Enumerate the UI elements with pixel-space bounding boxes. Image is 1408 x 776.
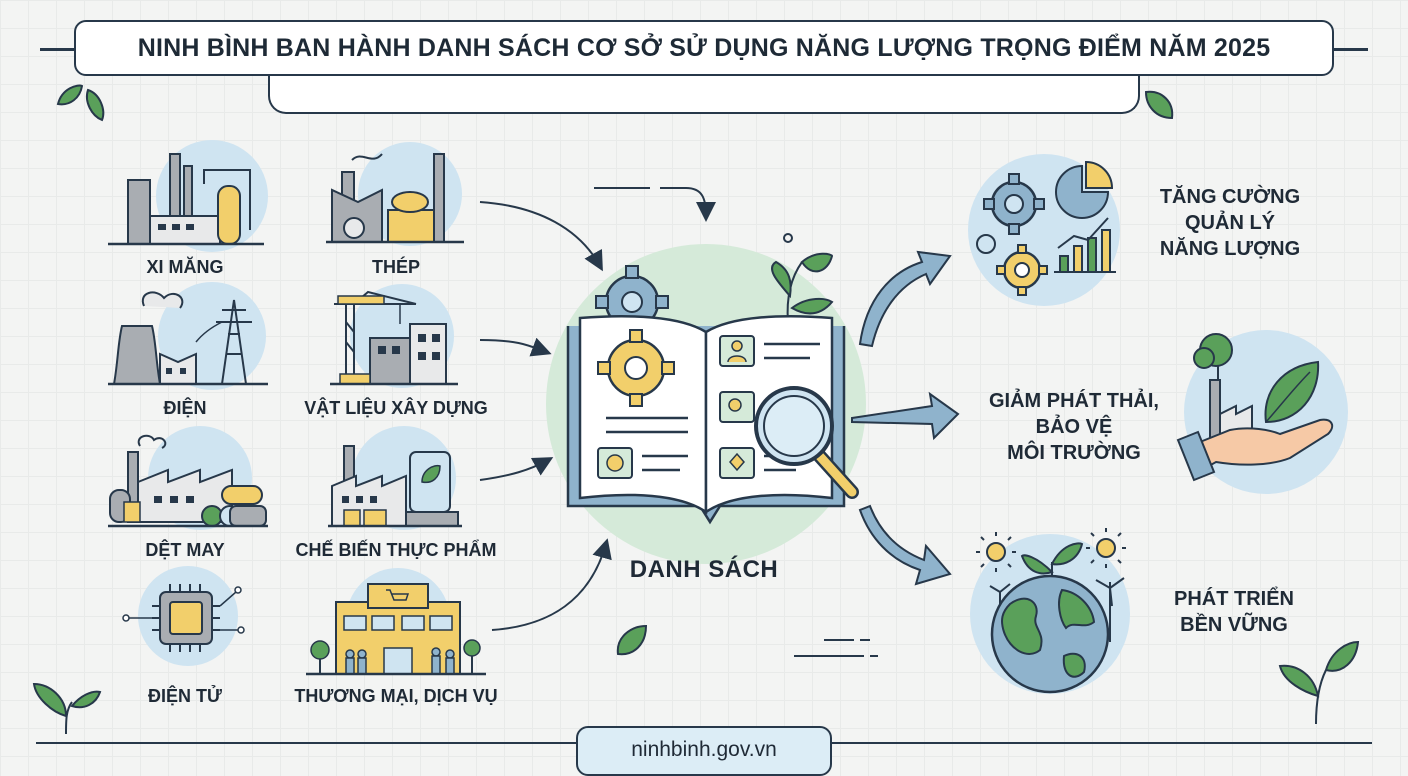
website-badge: ninhbinh.gov.vn bbox=[576, 726, 832, 776]
textile-factory-icon bbox=[108, 426, 268, 530]
list-book-icon bbox=[546, 233, 866, 564]
arrow-icon bbox=[858, 250, 952, 348]
flow-arrows-left bbox=[479, 201, 612, 631]
arrow-icon bbox=[479, 457, 554, 481]
energy-management-icon bbox=[968, 154, 1120, 306]
footer-line-right bbox=[830, 742, 1372, 744]
environment-protection-icon bbox=[1176, 330, 1348, 494]
category-label: XI MĂNG bbox=[146, 257, 224, 277]
category-label: CHẾ BIẾN THỰC PHẨM bbox=[295, 540, 497, 560]
category-label: ĐIỆN TỬ bbox=[148, 686, 222, 706]
steel-plant-icon bbox=[326, 142, 464, 246]
leaf-icon bbox=[616, 624, 648, 656]
flow-arrows-right bbox=[851, 250, 960, 586]
dash-arrow-icon bbox=[594, 187, 720, 230]
cement-plant-icon bbox=[108, 140, 268, 252]
power-plant-icon bbox=[108, 282, 268, 390]
category-label: DỆT MAY bbox=[145, 540, 225, 560]
construction-icon bbox=[330, 284, 458, 388]
arrow-icon bbox=[479, 337, 552, 357]
category-label: THƯƠNG MẠI, DỊCH VỤ bbox=[294, 686, 498, 706]
outcome-label: PHÁT TRIỂN BỀN VỮNG bbox=[1174, 588, 1294, 636]
dash-decoration bbox=[794, 639, 878, 657]
title-line-left bbox=[40, 48, 76, 51]
category-label: ĐIỆN bbox=[163, 398, 207, 418]
website-link[interactable]: ninhbinh.gov.vn bbox=[631, 738, 777, 761]
page-title: NINH BÌNH BAN HÀNH DANH SÁCH CƠ SỞ SỬ DỤ… bbox=[137, 33, 1271, 62]
arrow-icon bbox=[479, 201, 603, 272]
arrow-icon bbox=[858, 504, 952, 586]
leaf-icon bbox=[56, 84, 105, 122]
arrow-icon bbox=[491, 538, 612, 631]
shopping-mall-icon bbox=[306, 568, 486, 676]
category-label: VẬT LIỆU XÂY DỰNG bbox=[304, 398, 488, 418]
title-banner: NINH BÌNH BAN HÀNH DANH SÁCH CƠ SỞ SỬ DỤ… bbox=[74, 20, 1334, 76]
title-tab bbox=[268, 70, 1140, 114]
outcome-label: GIẢM PHÁT THẢI, BẢO VỆ MÔI TRƯỜNG bbox=[989, 390, 1159, 464]
center-label: DANH SÁCH bbox=[629, 556, 779, 583]
leaf-icon bbox=[1144, 90, 1174, 120]
food-processing-icon bbox=[328, 426, 462, 530]
outcome-label: TĂNG CƯỜNG QUẢN LÝ NĂNG LƯỢNG bbox=[1159, 186, 1301, 260]
sustainable-earth-icon bbox=[970, 528, 1130, 694]
sprout-icon bbox=[1278, 640, 1360, 725]
title-line-right bbox=[1332, 48, 1368, 51]
arrow-icon bbox=[851, 391, 960, 441]
microchip-icon bbox=[122, 566, 245, 666]
category-label: THÉP bbox=[371, 257, 421, 277]
sprout-icon bbox=[32, 682, 102, 735]
footer-line-left bbox=[36, 742, 578, 744]
